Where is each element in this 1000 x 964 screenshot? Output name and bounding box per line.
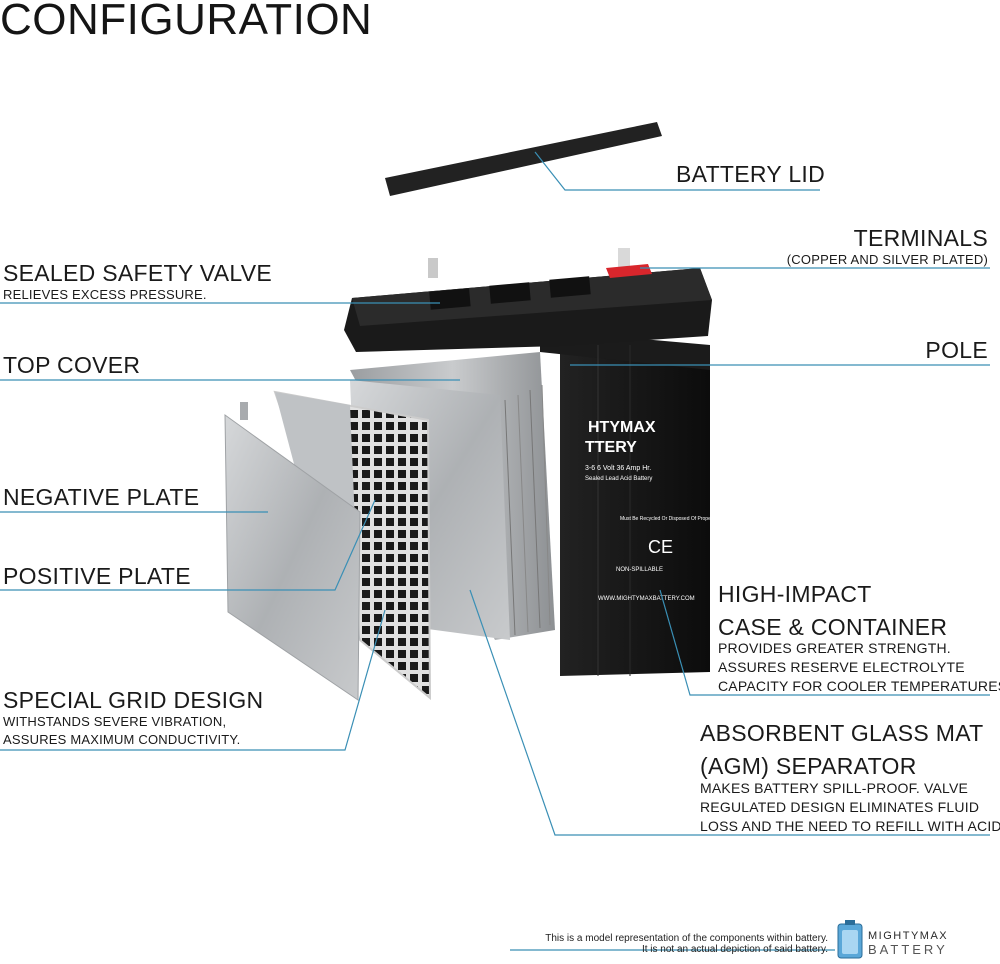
logo-text-line-1: MIGHTYMAX bbox=[868, 930, 949, 942]
label-brand-2: TTERY bbox=[585, 439, 637, 456]
logo-battery-icon bbox=[837, 920, 863, 959]
label-type: Sealed Lead Acid Battery bbox=[585, 476, 652, 482]
label-agm-1: ABSORBENT GLASS MAT bbox=[700, 720, 984, 746]
label-non-spillable: NON-SPILLABLE bbox=[616, 567, 663, 573]
label-brand-1: HTYMAX bbox=[588, 419, 656, 436]
disclaimer-line-2: It is not an actual depiction of said ba… bbox=[641, 944, 828, 955]
label-negative-plate: NEGATIVE PLATE bbox=[3, 484, 200, 510]
label-agm-sub1: MAKES BATTERY SPILL-PROOF. VALVE bbox=[700, 780, 969, 796]
label-top-cover: TOP COVER bbox=[3, 352, 141, 378]
label-terminals-sub: (COPPER AND SILVER PLATED) bbox=[786, 252, 988, 267]
negative-terminal bbox=[428, 258, 438, 278]
label-high-impact-2: CASE & CONTAINER bbox=[718, 614, 948, 640]
label-model: 3-6 6 Volt 36 Amp Hr. bbox=[585, 465, 651, 472]
battery-case bbox=[560, 345, 710, 676]
logo-text-line-2: BATTERY bbox=[868, 942, 948, 957]
label-agm-sub2: REGULATED DESIGN ELIMINATES FLUID bbox=[700, 799, 980, 815]
negative-plate-shape bbox=[224, 414, 361, 701]
label-high-impact-1: HIGH-IMPACT bbox=[718, 581, 872, 607]
label-special-grid-design: SPECIAL GRID DESIGN bbox=[3, 687, 264, 713]
page-title: CONFIGURATION bbox=[0, 0, 373, 44]
positive-terminal bbox=[618, 248, 630, 270]
label-grid-sub2: ASSURES MAXIMUM CONDUCTIVITY. bbox=[3, 732, 241, 747]
label-ce: CE bbox=[648, 537, 673, 557]
label-grid-sub1: WITHSTANDS SEVERE VIBRATION, bbox=[3, 714, 227, 729]
label-battery-lid: BATTERY LID bbox=[676, 161, 826, 187]
label-high-impact-sub3: CAPACITY FOR COOLER TEMPERATURES. bbox=[718, 678, 1000, 694]
label-high-impact-sub1: PROVIDES GREATER STRENGTH. bbox=[718, 640, 951, 656]
disclaimer-line-1: This is a model representation of the co… bbox=[545, 933, 828, 944]
label-pole: POLE bbox=[925, 337, 988, 363]
battery-lid bbox=[385, 122, 662, 196]
label-sealed-safety-valve-sub: RELIEVES EXCESS PRESSURE. bbox=[3, 287, 207, 302]
label-sealed-safety-valve: SEALED SAFETY VALVE bbox=[3, 260, 273, 286]
label-url: WWW.MIGHTYMAXBATTERY.COM bbox=[598, 596, 695, 602]
label-positive-plate: POSITIVE PLATE bbox=[3, 563, 191, 589]
leader-lines bbox=[0, 151, 990, 951]
label-recycle: Must Be Recycled Or Disposed Of Properly bbox=[620, 516, 717, 522]
label-agm-sub3: LOSS AND THE NEED TO REFILL WITH ACID. bbox=[700, 818, 1000, 834]
label-agm-2: (AGM) SEPARATOR bbox=[700, 753, 917, 779]
label-high-impact-sub2: ASSURES RESERVE ELECTROLYTE bbox=[718, 659, 965, 675]
label-terminals: TERMINALS bbox=[853, 225, 988, 251]
